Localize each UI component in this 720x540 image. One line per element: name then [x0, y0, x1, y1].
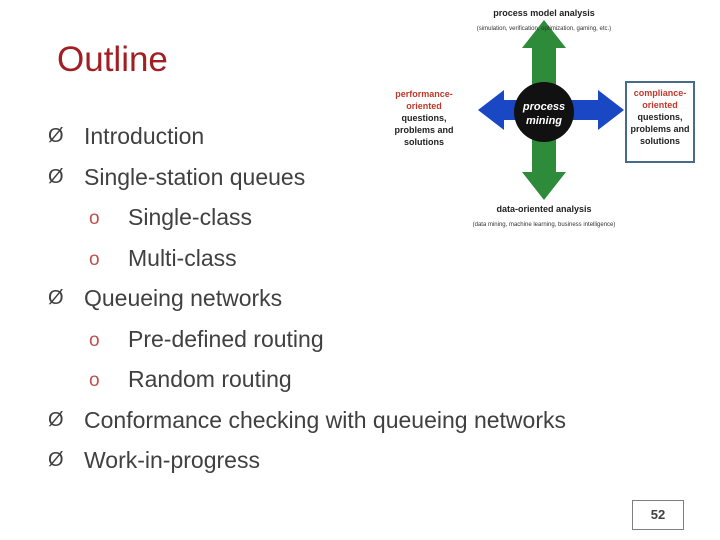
list-subitem-text: Random routing — [128, 366, 292, 392]
arrow-bullet-icon: Ø — [48, 287, 64, 309]
bottom-sublabel: (data mining, machine learning, business… — [473, 222, 616, 228]
circle-bullet-icon: o — [89, 248, 100, 270]
list-item-text: Queueing networks — [84, 285, 283, 311]
arrow-bullet-icon: Ø — [48, 449, 64, 471]
left-label-black3: solutions — [404, 137, 444, 147]
list-item-text: Conformance checking with queueing netwo… — [84, 406, 566, 433]
right-label-red2: oriented — [642, 100, 678, 110]
page-number: 52 — [632, 500, 684, 530]
circle-bullet-icon: o — [89, 329, 100, 351]
list-item-text: Introduction — [84, 123, 205, 149]
list-item: Ø Work-in-progress — [48, 440, 668, 481]
left-label-red2: oriented — [406, 101, 442, 111]
list-subitem-text: Multi-class — [128, 244, 237, 271]
top-sublabel: (simulation, verification, optimization,… — [477, 26, 611, 32]
left-label-black2: problems and — [394, 125, 453, 135]
arrow-bullet-icon: Ø — [48, 165, 64, 188]
arrow-bullet-icon: Ø — [48, 125, 64, 147]
right-label-red1: compliance- — [634, 88, 687, 98]
list-subitem: o Single-class — [48, 197, 668, 238]
list-item: Ø Single-station queues — [48, 157, 668, 198]
list-subitem: o Multi-class — [48, 238, 668, 279]
list-subitem-text: Single-class — [128, 204, 252, 230]
process-mining-diagram: process mining process model analysis (s… — [394, 8, 695, 228]
list-subitem: o Random routing — [48, 359, 668, 400]
list-item: Ø Introduction — [48, 116, 668, 157]
circle-bullet-icon: o — [89, 370, 100, 391]
list-item-text: Work-in-progress — [84, 447, 260, 473]
slide-title: Outline — [57, 40, 168, 79]
left-label-black1: questions, — [401, 113, 446, 123]
left-label-red1: performance- — [395, 89, 453, 99]
right-label-black2: problems and — [630, 124, 689, 134]
circle-bullet-icon: o — [89, 208, 100, 229]
list-subitem-text: Pre-defined routing — [128, 325, 324, 352]
right-label-black3: solutions — [640, 136, 680, 146]
bottom-label: data-oriented analysis — [496, 204, 591, 214]
compliance-box — [625, 81, 695, 163]
center-circle — [514, 82, 574, 142]
center-label-line2: mining — [526, 115, 562, 127]
list-item: Ø Conformance checking with queueing net… — [48, 400, 668, 441]
right-label-black1: questions, — [637, 112, 682, 122]
list-item: Ø Queueing networks — [48, 278, 668, 319]
outline-list: Ø Introduction Ø Single-station queues o… — [48, 116, 668, 481]
center-label-line1: process — [522, 101, 565, 113]
list-item-text: Single-station queues — [84, 163, 306, 190]
list-subitem: o Pre-defined routing — [48, 319, 668, 360]
top-label: process model analysis — [493, 8, 595, 18]
arrow-bullet-icon: Ø — [48, 408, 64, 431]
